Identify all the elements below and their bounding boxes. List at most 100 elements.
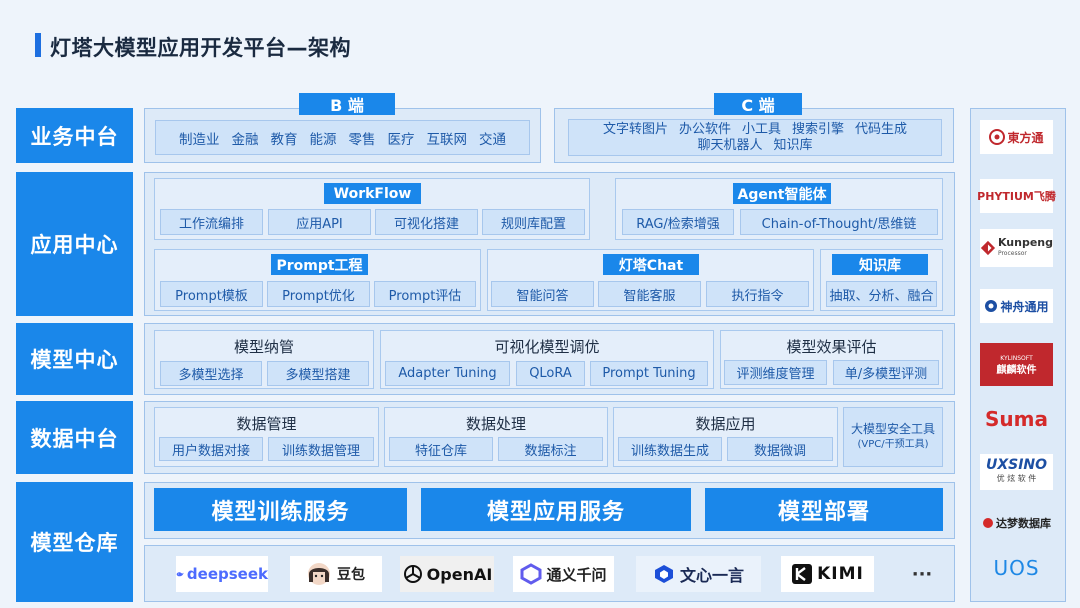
kunpeng-icon: [980, 240, 996, 256]
chat-header: 灯塔Chat: [603, 254, 699, 275]
data-app-item: 数据微调: [727, 437, 833, 461]
partner-logo-uos: UOS: [993, 556, 1040, 580]
kimi-icon: [792, 564, 813, 584]
partner-logo-dongfangtong: 東方通: [980, 120, 1053, 154]
prompt-item: Prompt优化: [267, 281, 370, 307]
partner-name: 麒麟软件: [996, 364, 1037, 376]
workflow-item: 规则库配置: [482, 209, 585, 235]
scenario-item: 文字转图片: [602, 121, 668, 137]
data-proc-title: 数据处理: [465, 414, 526, 433]
chat-item: 智能客服: [598, 281, 701, 307]
workflow-header: WorkFlow: [324, 183, 421, 204]
security-tools-box: 大模型安全工具 (VPC/干预工具): [843, 407, 943, 467]
industry-item: 互联网: [426, 131, 468, 148]
model-mgmt-title: 模型纳管: [233, 337, 294, 356]
partner-subtext: Processor: [997, 250, 1027, 257]
industry-item: 教育: [270, 131, 298, 148]
data-proc-item: 特征仓库: [389, 437, 493, 461]
data-mgmt-item: 用户数据对接: [159, 437, 263, 461]
openai-knot-icon: [403, 565, 422, 583]
c-end-header: C 端: [714, 93, 802, 115]
whale-icon: [176, 572, 184, 577]
dongfangtong-icon: [989, 129, 1006, 145]
data-proc-item: 数据标注: [498, 437, 603, 461]
model-tune-item: QLoRA: [516, 361, 585, 386]
scenario-item: 知识库: [773, 137, 813, 153]
partner-logo-kylin: KYLINSOFT 麒麟软件: [980, 343, 1053, 386]
layer-business: 业务中台: [16, 108, 133, 163]
dameng-icon: [983, 518, 993, 528]
partner-name: 神舟通用: [1000, 299, 1049, 314]
partner-subtext: 优 炫 软 件: [996, 474, 1037, 483]
layer-data: 数据中台: [16, 401, 133, 474]
agent-item: Chain-of-Thought/思维链: [740, 209, 938, 235]
scenario-item: 办公软件: [678, 121, 731, 137]
security-tools-title: 大模型安全工具: [850, 422, 935, 436]
application-service: 模型应用服务: [421, 488, 691, 531]
data-app-item: 训练数据生成: [618, 437, 722, 461]
industry-item: 医疗: [387, 131, 415, 148]
provider-openai: OpenAI: [400, 556, 494, 592]
data-mgmt-item: 训练数据管理: [268, 437, 374, 461]
partner-logo-dameng: 达梦数据库: [980, 510, 1053, 536]
model-eval-title: 模型效果评估: [786, 337, 877, 356]
partner-name: 東方通: [1007, 130, 1044, 145]
provider-name: KIMI: [817, 564, 864, 584]
partner-logo-phytium: PHYTIUM飞腾: [977, 179, 1056, 213]
wenxin-icon: [654, 565, 673, 583]
workflow-item: 应用API: [268, 209, 371, 235]
training-service: 模型训练服务: [154, 488, 407, 531]
partner-name: PHYTIUM飞腾: [977, 190, 1056, 203]
partner-logo-shenzhou: 神舟通用: [980, 289, 1053, 323]
c-end-scenarios: 文字转图片 办公软件 小工具 搜索引擎 代码生成 聊天机器人 知识库: [568, 119, 942, 156]
data-app-title: 数据应用: [695, 414, 756, 433]
workflow-item: 工作流编排: [160, 209, 263, 235]
provider-name: 豆包: [337, 567, 365, 583]
page-title: 灯塔大模型应用开发平台—架构: [50, 36, 351, 60]
scenario-item: 小工具: [741, 121, 781, 137]
industry-item: 能源: [309, 131, 337, 148]
more-providers-ellipsis: ···: [911, 563, 933, 585]
model-mgmt-item: 多模型选择: [160, 361, 262, 386]
doubao-avatar-icon: [308, 563, 330, 585]
chat-item: 智能问答: [491, 281, 594, 307]
model-tune-title: 可视化模型调优: [494, 337, 600, 356]
partner-subtext: KYLINSOFT: [1000, 354, 1033, 362]
industry-item: 交通: [479, 131, 506, 148]
scenario-item: 搜索引擎: [792, 121, 845, 137]
shenzhou-icon: [985, 300, 998, 312]
provider-doubao: 豆包: [290, 556, 382, 592]
partner-logo-suma: Suma: [985, 407, 1048, 431]
partner-logo-kunpeng: Kunpeng Processor: [980, 229, 1053, 267]
prompt-header: Prompt工程: [271, 254, 368, 275]
scenario-item: 聊天机器人: [697, 137, 763, 153]
agent-item: RAG/检索增强: [622, 209, 734, 235]
provider-name: OpenAI: [426, 564, 493, 584]
provider-name: deepseek: [186, 565, 268, 583]
model-eval-item: 评测维度管理: [724, 360, 827, 385]
partner-name: 达梦数据库: [996, 517, 1051, 530]
title-accent-bar: [35, 33, 41, 57]
provider-tongyi: 通义千问: [513, 556, 614, 592]
industry-item: 零售: [348, 131, 376, 148]
provider-wenxin: 文心一言: [636, 556, 761, 592]
deployment-service: 模型部署: [705, 488, 943, 531]
b-end-industries: 制造业 金融 教育 能源 零售 医疗 互联网 交通: [155, 120, 530, 155]
workflow-item: 可视化搭建: [375, 209, 478, 235]
data-mgmt-title: 数据管理: [236, 414, 297, 433]
partner-logo-uxsino: UXSINO 优 炫 软 件: [980, 454, 1053, 490]
layer-application: 应用中心: [16, 172, 133, 316]
b-end-header: B 端: [299, 93, 395, 115]
industry-item: 制造业: [179, 131, 220, 148]
industry-item: 金融: [231, 131, 259, 148]
model-mgmt-item: 多模型搭建: [267, 361, 369, 386]
provider-name: 文心一言: [679, 566, 744, 585]
provider-deepseek: deepseek: [176, 556, 268, 592]
tongyi-icon: [520, 563, 542, 585]
partner-name: UXSINO: [985, 457, 1048, 473]
agent-header: Agent智能体: [733, 183, 831, 204]
kb-item: 抽取、分析、融合: [826, 281, 937, 307]
security-tools-sub: (VPC/干预工具): [857, 439, 929, 450]
scenario-item: 代码生成: [855, 121, 908, 137]
model-eval-item: 单/多模型评测: [833, 360, 939, 385]
